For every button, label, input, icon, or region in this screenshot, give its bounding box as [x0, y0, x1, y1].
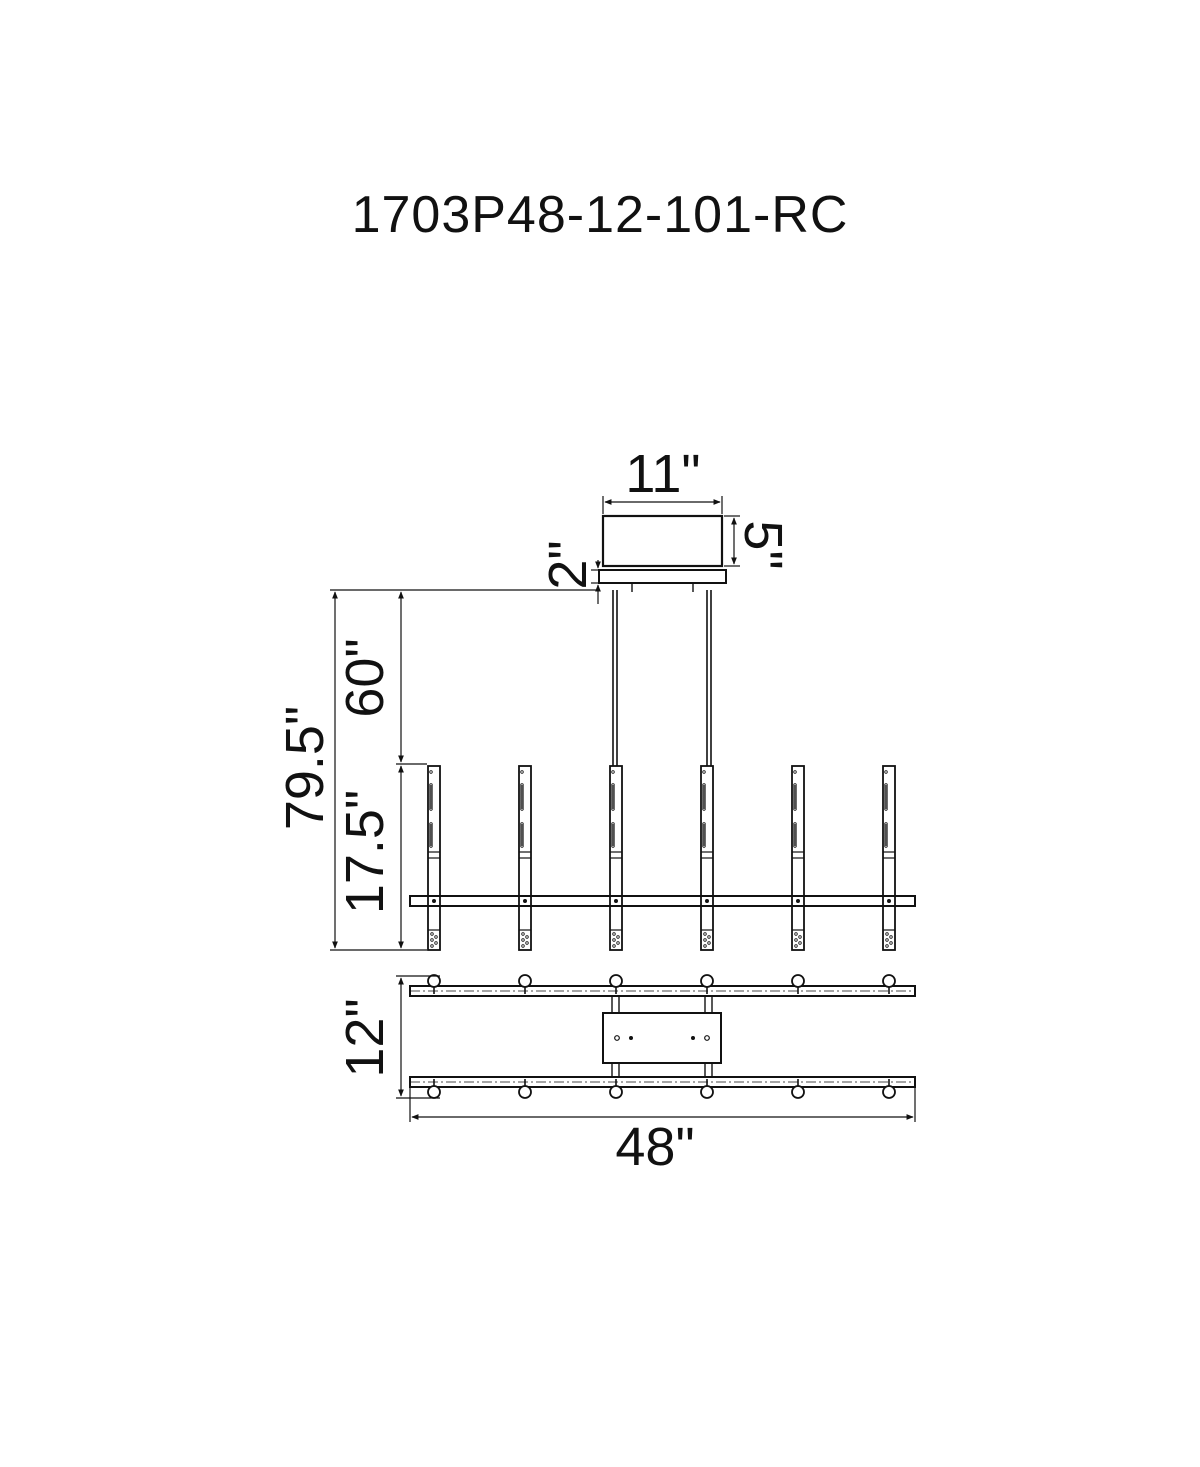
top-view — [409, 974, 916, 1099]
suspension-rods — [612, 590, 712, 766]
light-tubes-front — [427, 765, 896, 951]
dimension-canopy-plate: 2" — [538, 540, 601, 604]
dimension-canopy-width: 11" — [602, 444, 723, 514]
crossbar — [409, 895, 916, 907]
model-number: 1703P48-12-101-RC — [351, 186, 849, 244]
dimension-fixture-height: 17.5" — [335, 765, 404, 949]
canopy-plate-label: 2" — [538, 540, 598, 589]
light-top-view — [791, 1079, 805, 1099]
overall-height-label: 79.5" — [275, 706, 335, 830]
light-top-view — [882, 974, 896, 994]
light-tube — [791, 765, 805, 951]
dimension-fixture-width: 48" — [409, 1088, 916, 1177]
dimension-fixture-depth: 12" — [335, 975, 440, 1099]
dimension-chain-length: 60" — [335, 591, 427, 765]
light-top-view — [609, 974, 623, 994]
light-top-view — [518, 1079, 532, 1099]
light-top-view — [791, 974, 805, 994]
light-top-view — [427, 974, 441, 994]
canopy — [598, 514, 727, 592]
light-top-view — [609, 1079, 623, 1099]
canopy-top-view — [602, 1012, 722, 1064]
dimension-canopy-height: 5" — [724, 515, 793, 570]
fixture-depth-label: 12" — [335, 998, 395, 1077]
canopy-height-label: 5" — [733, 520, 793, 569]
fixture-width-label: 48" — [615, 1117, 694, 1177]
chain-length-label: 60" — [335, 638, 395, 717]
light-top-view — [700, 974, 714, 994]
light-top-view — [882, 1079, 896, 1099]
light-tube — [882, 765, 896, 951]
light-top-view — [700, 1079, 714, 1099]
dimension-overall-height: 79.5" — [275, 589, 598, 951]
light-tube — [427, 765, 441, 951]
canopy-width-label: 11" — [625, 444, 700, 504]
light-tube — [609, 765, 623, 951]
light-tube — [518, 765, 532, 951]
light-tube — [700, 765, 714, 951]
fixture-height-label: 17.5" — [335, 790, 395, 914]
light-top-view — [518, 974, 532, 994]
